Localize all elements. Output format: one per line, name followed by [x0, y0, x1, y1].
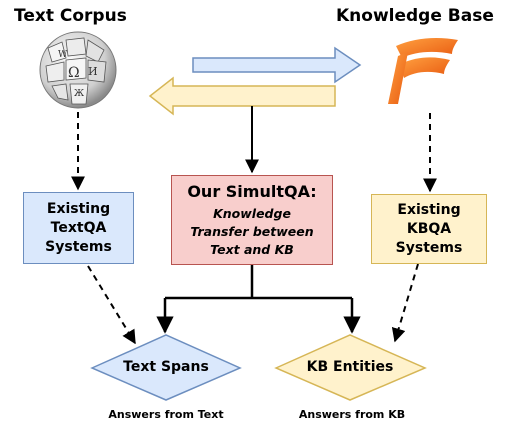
text-spans-label: Text Spans	[123, 359, 209, 375]
transfer-arrow-right	[192, 46, 362, 84]
simultqa-desc-3: Text and KB	[210, 242, 294, 257]
text-spans-diamond	[90, 334, 242, 401]
transfer-arrow-left	[148, 76, 336, 116]
kbqa-line-1: Existing	[397, 201, 461, 218]
arrow-textqa-to-textspans	[87, 265, 136, 345]
text-corpus-title: Text Corpus	[14, 6, 127, 26]
svg-text:И: И	[88, 65, 98, 78]
textqa-line-3: Systems	[45, 238, 112, 255]
svg-text:Ω: Ω	[68, 65, 80, 81]
textqa-line-1: Existing	[46, 200, 111, 217]
kb-entities-label: KB Entities	[306, 359, 394, 375]
svg-text:Ж: Ж	[74, 89, 84, 99]
svg-text:W: W	[58, 50, 68, 60]
kbqa-line-3: Systems	[395, 239, 463, 256]
kb-entities-diamond	[274, 334, 427, 401]
knowledge-base-title: Knowledge Base	[336, 6, 494, 26]
freebase-logo-icon	[388, 38, 458, 104]
arrow-kbqa-to-kbentities	[391, 263, 419, 343]
simultqa-branch-connector	[156, 265, 361, 334]
simultqa-box: Our SimultQA: Knowledge Transfer between…	[171, 175, 333, 265]
existing-kbqa-box: Existing KBQA Systems	[371, 194, 487, 264]
existing-textqa-box: Existing TextQA Systems	[23, 192, 134, 264]
answers-from-text-caption: Answers from Text	[108, 408, 224, 421]
kbqa-line-2: KBQA	[406, 220, 452, 237]
simultqa-title: Our SimultQA:	[187, 182, 317, 201]
answers-from-kb-caption: Answers from KB	[298, 408, 406, 421]
simultqa-desc-1: Knowledge	[213, 206, 291, 221]
textqa-line-2: TextQA	[50, 219, 107, 236]
simultqa-desc-2: Transfer between	[190, 224, 314, 239]
wikipedia-globe-icon: Ω И W Ж	[39, 31, 117, 109]
